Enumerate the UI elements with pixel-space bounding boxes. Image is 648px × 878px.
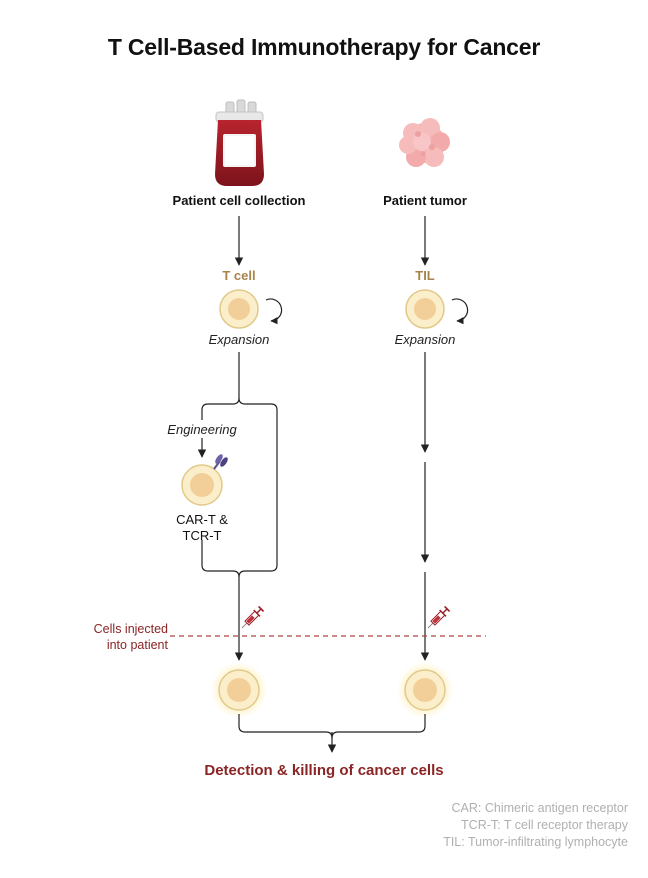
engineering-label: Engineering	[167, 422, 237, 437]
converge-bracket	[238, 714, 426, 739]
expansion-loop-icon	[451, 298, 469, 325]
legend-item: TIL: Tumor-infiltrating lymphocyte	[443, 835, 628, 849]
tumor-icon	[399, 118, 450, 167]
t-cell-icon	[219, 289, 259, 329]
til-label: TIL	[415, 268, 435, 283]
merge-line	[201, 540, 240, 578]
car-t-tcr-t-label: CAR-T & TCR-T	[176, 512, 228, 543]
syringe-icon	[427, 605, 451, 629]
expansion-loop-icon	[265, 298, 283, 325]
blood-bag-icon	[215, 99, 264, 186]
activated-cell-icon	[395, 660, 455, 720]
page-title: T Cell-Based Immunotherapy for Cancer	[107, 34, 541, 60]
t-cell-label: T cell	[222, 268, 256, 283]
result-label: Detection & killing of cancer cells	[204, 762, 444, 779]
til-cell-icon	[405, 289, 445, 329]
legend: CAR: Chimeric antigen receptor TCR-T: T …	[443, 800, 628, 851]
car-t-cell-icon	[181, 464, 223, 506]
patient-cell-collection-label: Patient cell collection	[172, 193, 306, 208]
cells-injected-label: Cells injected into patient	[93, 622, 168, 652]
syringe-icon	[241, 605, 265, 629]
expansion-label: Expansion	[208, 332, 270, 347]
branch-to-engineering	[201, 352, 240, 420]
legend-item: CAR: Chimeric antigen receptor	[451, 801, 628, 815]
branch-direct	[238, 397, 278, 578]
legend-item: TCR-T: T cell receptor therapy	[461, 818, 628, 832]
patient-tumor-label: Patient tumor	[383, 193, 467, 208]
receptor-icon	[213, 454, 228, 470]
expansion-label: Expansion	[394, 332, 456, 347]
activated-cell-icon	[209, 660, 269, 720]
